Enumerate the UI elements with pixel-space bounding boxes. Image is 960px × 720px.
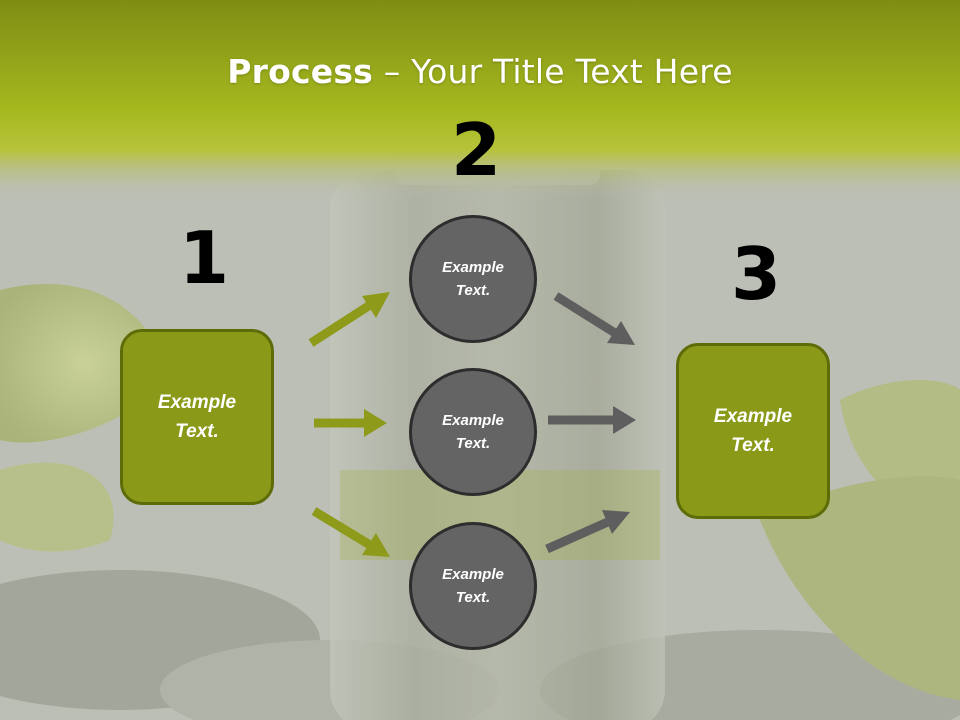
process-circle-bottom: Example Text. <box>409 522 537 650</box>
process-circle-middle: Example Text. <box>409 368 537 496</box>
circle-bottom-line-1: Example <box>442 566 504 583</box>
arrow-to-middle-circle <box>314 409 387 437</box>
step-box-1-line-2: Text. <box>175 421 219 442</box>
arrow-from-bottom-circle <box>545 510 630 554</box>
circle-middle-line-2: Text. <box>455 435 491 452</box>
circle-middle-line-1: Example <box>442 412 504 429</box>
arrow-to-top-circle <box>308 292 390 347</box>
arrow-from-top-circle <box>553 292 635 345</box>
step-number-3: 3 <box>731 232 782 316</box>
step-box-1: Example Text. <box>120 329 274 505</box>
step-box-3-line-1: Example <box>713 406 793 427</box>
step-box-1-line-1: Example <box>157 392 237 413</box>
circle-bottom-line-2: Text. <box>455 589 491 606</box>
step-box-3: Example Text. <box>676 343 830 519</box>
step-box-3-line-2: Text. <box>731 435 775 456</box>
title-rest: – Your Title Text Here <box>373 52 733 91</box>
circle-top-line-2: Text. <box>455 282 491 299</box>
circle-top-line-1: Example <box>442 259 504 276</box>
arrow-to-bottom-circle <box>311 507 390 557</box>
process-circle-top: Example Text. <box>409 215 537 343</box>
step-number-1: 1 <box>179 216 230 300</box>
step-number-2: 2 <box>451 108 502 192</box>
title-bold: Process <box>227 52 374 91</box>
arrow-from-middle-circle <box>548 406 636 434</box>
slide-title: Process – Your Title Text Here <box>0 52 960 91</box>
